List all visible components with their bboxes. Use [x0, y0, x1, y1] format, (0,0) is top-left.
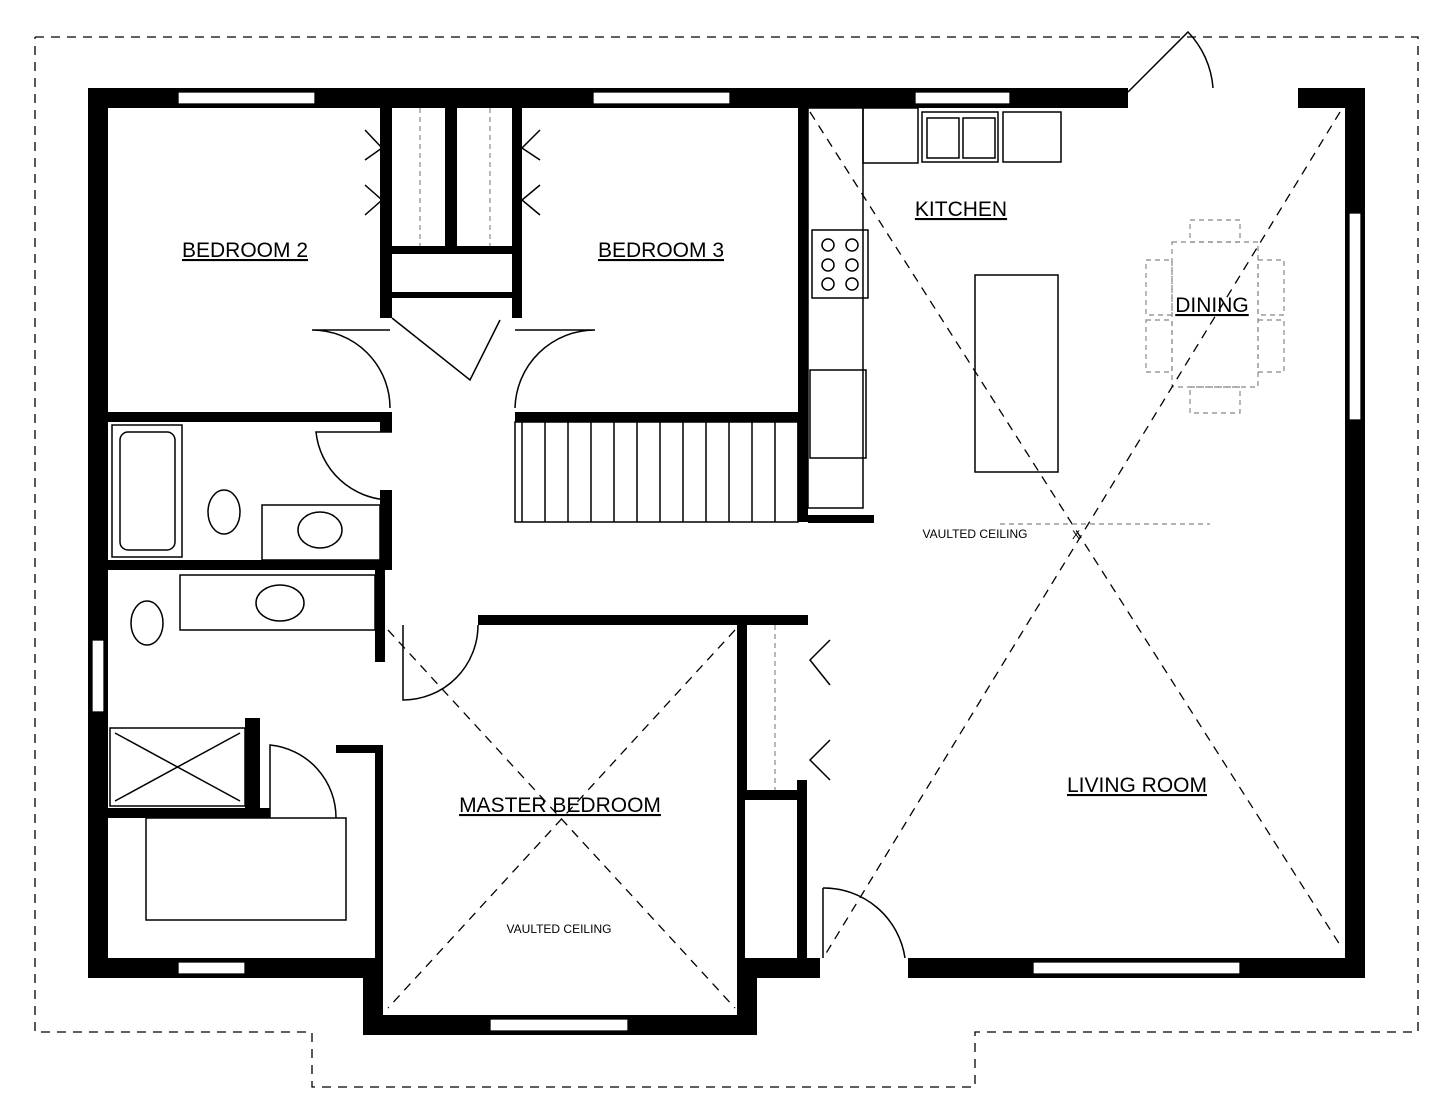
sink-icon	[926, 117, 960, 159]
note-vaulted-ceiling-living: VAULTED CEILING	[923, 527, 1028, 541]
fridge-icon	[809, 369, 867, 459]
note-vaulted-ceiling-master: VAULTED CEILING	[507, 922, 612, 936]
room-label-dining: DINING	[1175, 294, 1249, 317]
room-label-kitchen: KITCHEN	[915, 198, 1007, 221]
vaulted-ceiling-lines	[387, 111, 1341, 1009]
staircase	[514, 421, 799, 523]
sink-icon	[297, 511, 343, 549]
room-label-master-bedroom: MASTER BEDROOM	[459, 794, 661, 817]
closet-shelves	[419, 108, 776, 790]
kitchen-island	[974, 274, 1059, 473]
windows	[91, 91, 1362, 1032]
bathtub-icon	[111, 424, 183, 558]
toilet-icon	[207, 489, 241, 535]
kitchen-fixtures	[807, 107, 1062, 509]
shower-icon	[109, 727, 246, 807]
roof-outline	[34, 36, 1419, 1088]
ceiling-peak-mark: X	[1072, 528, 1080, 542]
room-label-bedroom-2: BEDROOM 2	[182, 239, 308, 262]
exterior-walls	[88, 88, 1365, 1035]
doors	[269, 30, 1214, 959]
bath-fixtures	[109, 424, 381, 921]
stair-outline	[514, 421, 799, 523]
room-label-bedroom-3: BEDROOM 3	[598, 239, 724, 262]
interior-walls	[108, 108, 874, 958]
dining-table	[1145, 219, 1285, 414]
room-label-living-room: LIVING ROOM	[1067, 774, 1207, 797]
stove-icon	[811, 229, 869, 299]
